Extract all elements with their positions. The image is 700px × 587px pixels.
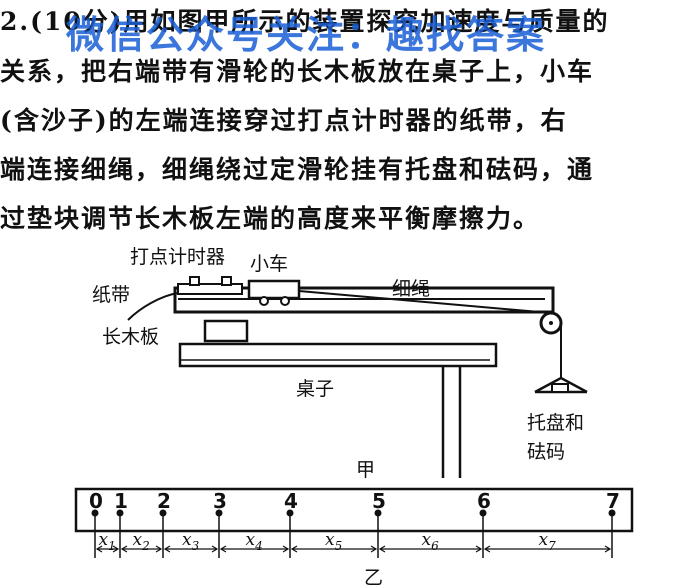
table-top <box>178 342 498 368</box>
timer-body <box>177 283 243 295</box>
tape-point-label: 7 <box>606 489 620 513</box>
tape-point-label: 0 <box>89 489 103 513</box>
paper-tape-curve <box>127 292 179 321</box>
cart-wheel-2 <box>280 296 290 306</box>
segment-label: x3 <box>182 530 200 553</box>
dim-arrow-left <box>219 545 227 553</box>
weights <box>551 383 569 393</box>
segment-label: x1 <box>99 530 116 553</box>
tape-dimensions: x1 x2 x3 x4 x5 x6 x7 <box>95 530 612 553</box>
dim-arrow-right <box>155 545 163 553</box>
question-line-1: 2.(10分)用如图甲所示的装置探究加速度与质量的 <box>0 7 610 36</box>
dim-arrow-right <box>282 545 290 553</box>
tape-point-label: 1 <box>114 489 128 513</box>
dim-arrow-left <box>290 545 298 553</box>
label-timer: 打点计时器 <box>130 246 225 268</box>
tape-point-label: 6 <box>477 489 491 513</box>
timer-knob-1 <box>189 276 200 286</box>
pulley-axle <box>549 321 553 325</box>
segment-label: x4 <box>246 530 263 553</box>
dim-arrow-right <box>604 545 612 553</box>
cart-wheel-1 <box>259 296 269 306</box>
tape-point-label: 3 <box>213 489 227 513</box>
question-line-3: (含沙子)的左端连接穿过打点计时器的纸带，右 <box>0 106 568 135</box>
timer-knob-2 <box>221 276 232 286</box>
dim-arrow-left <box>120 545 128 553</box>
segment-label: x6 <box>422 530 440 553</box>
tray <box>534 376 588 394</box>
dim-arrow-left <box>95 545 103 553</box>
caption-b: 乙 <box>364 567 383 587</box>
dim-arrow-right <box>211 545 219 553</box>
dim-arrow-right <box>475 545 483 553</box>
label-rope: 细绳 <box>392 278 430 300</box>
segment-label: x5 <box>325 530 342 553</box>
dim-arrow-left <box>163 545 171 553</box>
dim-arrow-left <box>378 545 386 553</box>
tape-point-label: 2 <box>157 489 171 513</box>
tape-strip <box>74 487 634 533</box>
label-tray-1: 托盘和 <box>527 412 584 434</box>
question-line-4: 端连接细绳，细绳绕过定滑轮挂有托盘和砝码，通 <box>0 155 595 184</box>
question-line-5: 过垫块调节长木板左端的高度来平衡摩擦力。 <box>0 204 541 233</box>
segment-label: x7 <box>539 530 557 553</box>
caption-a: 甲 <box>356 459 375 481</box>
dim-arrow-left <box>483 545 491 553</box>
label-tray-2: 砝码 <box>527 441 565 463</box>
watermark: 微信公众号关注：趣找答案 <box>66 13 547 57</box>
label-cart: 小车 <box>250 253 288 275</box>
tape-point-label: 4 <box>284 489 298 513</box>
question-line-2: 关系，把右端带有滑轮的长木板放在桌子上，小车 <box>0 57 595 86</box>
segment-label: x2 <box>133 530 150 553</box>
label-tape: 纸带 <box>92 284 130 306</box>
dim-arrow-right <box>112 545 120 553</box>
label-board: 长木板 <box>102 326 159 348</box>
dim-arrow-right <box>370 545 378 553</box>
label-table: 桌子 <box>296 378 334 400</box>
rope <box>298 290 552 314</box>
tape-point-label: 5 <box>372 489 386 513</box>
cart-body <box>247 279 301 300</box>
support-block <box>203 319 249 343</box>
